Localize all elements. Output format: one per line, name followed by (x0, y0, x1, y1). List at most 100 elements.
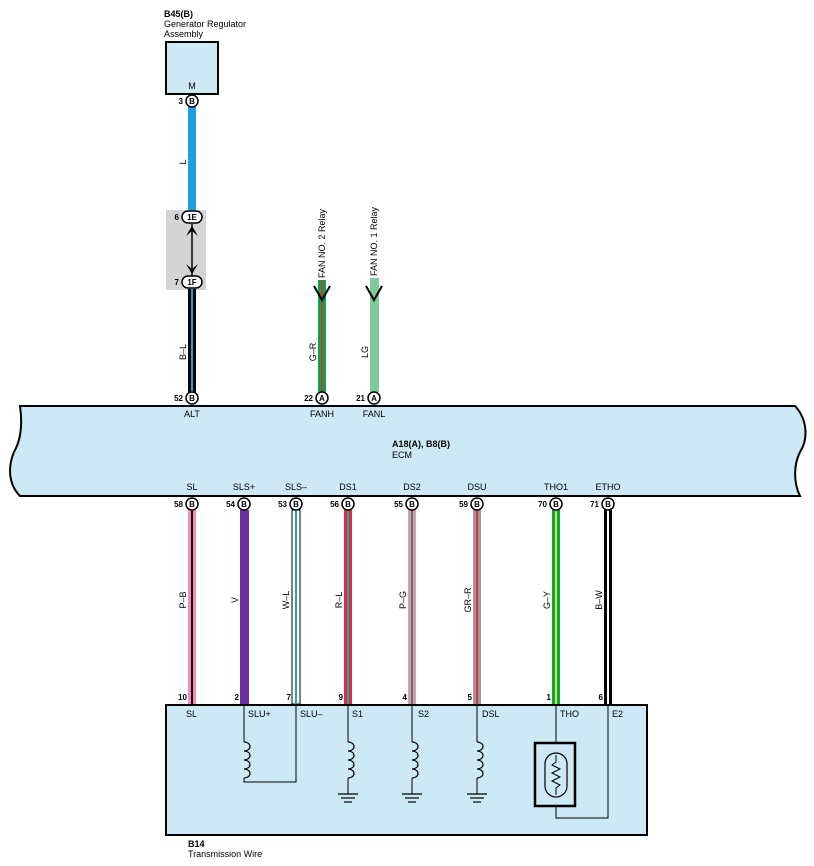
generator-box (165, 41, 219, 95)
wire-b-w: B–W (594, 510, 612, 704)
wire-g-r-color-code: G–R (308, 342, 318, 361)
transmission-wire: 10 2 7 9 4 5 1 6 SL SLU+ SLU– S1 S2 DSL … (165, 693, 648, 859)
generator-pin-number: 3 (179, 97, 184, 106)
b14-terminal: SLU– (300, 709, 323, 719)
b14-terminal: SL (186, 709, 197, 719)
wire-l-color-code: L (178, 159, 188, 164)
connector-pin-icon (341, 497, 355, 511)
wire-b-l-stripe (191, 289, 193, 393)
ecm-terminal: SLS– (285, 482, 307, 492)
junction-bottom-pin-number: 7 (175, 278, 180, 287)
b14-terminal: THO (560, 709, 579, 719)
fanh-connector: A (319, 394, 325, 403)
b14-terminal: S2 (418, 709, 429, 719)
pin-number: 53 (278, 500, 287, 509)
wire-color-code: V (230, 597, 240, 603)
wire-color-code: R–L (334, 592, 344, 609)
junction-top-pin-number: 6 (175, 213, 180, 222)
fanl-connector: A (371, 394, 377, 403)
pin-connector: B (474, 500, 480, 509)
pin-number: 70 (538, 500, 547, 509)
ecm-terminal-fanl: FANL (363, 409, 386, 419)
ecm-terminal-alt: ALT (184, 409, 200, 419)
generator-pin: B 3 (179, 94, 199, 108)
pin-number: 56 (330, 500, 339, 509)
connector-pin-icon (549, 497, 563, 511)
ecm-pin-fanh: A 22 (304, 391, 329, 405)
ecm-name: ECM (392, 450, 412, 460)
generator-terminal-label: M (188, 81, 196, 91)
generator-name-line1: Generator Regulator (164, 19, 246, 29)
internal-line (555, 705, 609, 819)
wire-lg: FAN NO. 1 Relay LG (360, 206, 383, 392)
b14-terminal: S1 (352, 709, 363, 719)
b14-pin-number: 10 (178, 693, 187, 702)
wire-stripe (347, 510, 349, 704)
b14-pin-number: 2 (235, 693, 240, 702)
wire-w-l: W–L (281, 509, 301, 705)
connector-pin-icon (185, 497, 199, 511)
connector-pin-icon (367, 391, 381, 405)
wire-stripe (607, 510, 609, 704)
fan2-relay-label: FAN NO. 2 Relay (317, 208, 327, 278)
wire-color-code: W–L (281, 591, 291, 610)
solenoid-coil-icon (243, 741, 251, 779)
ecm-lower-pins: B 58 B 54 B 53 B 56 B 55 B 59 B 70 B 71 (174, 497, 615, 511)
connector-pin-icon (185, 94, 199, 108)
junction-bottom-connector: 1F (187, 278, 196, 287)
ecm-terminal: SLS+ (233, 482, 255, 492)
junction-connector: 1E 6 1F 7 (166, 210, 206, 290)
wire-stripe (295, 510, 297, 704)
alt-pin-number: 52 (174, 394, 183, 403)
ecm-terminal: DS2 (403, 482, 421, 492)
b14-terminal: E2 (612, 709, 623, 719)
pin-connector: B (605, 500, 611, 509)
pin-connector: B (189, 500, 195, 509)
connector-pin-icon (181, 210, 203, 224)
b14-pin-number: 6 (599, 693, 604, 702)
pin-connector: B (553, 500, 559, 509)
b14-pin-number: 7 (287, 693, 292, 702)
wire-b-l: B–L (178, 289, 196, 393)
wire-g-r-stripe (321, 280, 323, 392)
ecm-terminal: DSU (467, 482, 486, 492)
wire-color-code: P–B (178, 591, 188, 608)
connector-pin-icon (405, 497, 419, 511)
wire-lg-body (370, 278, 379, 392)
wire-b-l-color-code: B–L (178, 344, 188, 360)
pin-connector: B (345, 500, 351, 509)
pin-connector: B (293, 500, 299, 509)
ecm-terminal-fanh: FANH (310, 409, 334, 419)
ecm-code: A18(A), B8(B) (392, 439, 450, 449)
ecm-pin-alt: B 52 (174, 391, 199, 405)
b14-terminal: SLU+ (248, 709, 271, 719)
wire-l-body (188, 107, 196, 212)
solenoid-coil-icon (411, 741, 419, 779)
thermistor-icon (533, 741, 577, 808)
ecm-terminal: SL (186, 482, 197, 492)
connector-pin-icon (289, 497, 303, 511)
wire-g-r: FAN NO. 2 Relay G–R (308, 208, 331, 392)
generator-regulator: B45(B) Generator Regulator Assembly M (164, 9, 246, 95)
pin-number: 55 (394, 500, 403, 509)
internal-line (243, 705, 297, 783)
fan1-relay-label: FAN NO. 1 Relay (369, 206, 379, 276)
solenoid-coil-icon (476, 741, 484, 779)
generator-connector: B (189, 97, 195, 106)
wire-stripe (476, 510, 478, 704)
relay-arrow-icon (365, 285, 383, 303)
wire-stripe (191, 510, 193, 704)
ecm-terminal: THO1 (544, 482, 568, 492)
pin-number: 71 (590, 500, 599, 509)
pin-number: 54 (226, 500, 235, 509)
chevron-up-icon (186, 226, 198, 236)
b14-pin-number: 1 (547, 693, 552, 702)
connector-pin-icon (315, 391, 329, 405)
wire-r-l: R–L (334, 510, 352, 704)
chevron-down-icon (186, 264, 198, 274)
connector-pin-icon (181, 275, 203, 289)
wire-color-code: B–W (594, 590, 604, 610)
wire-p-g: P–G (398, 510, 416, 704)
wire-g-y: G–Y (542, 510, 560, 704)
solenoid-coil-icon (347, 741, 355, 779)
